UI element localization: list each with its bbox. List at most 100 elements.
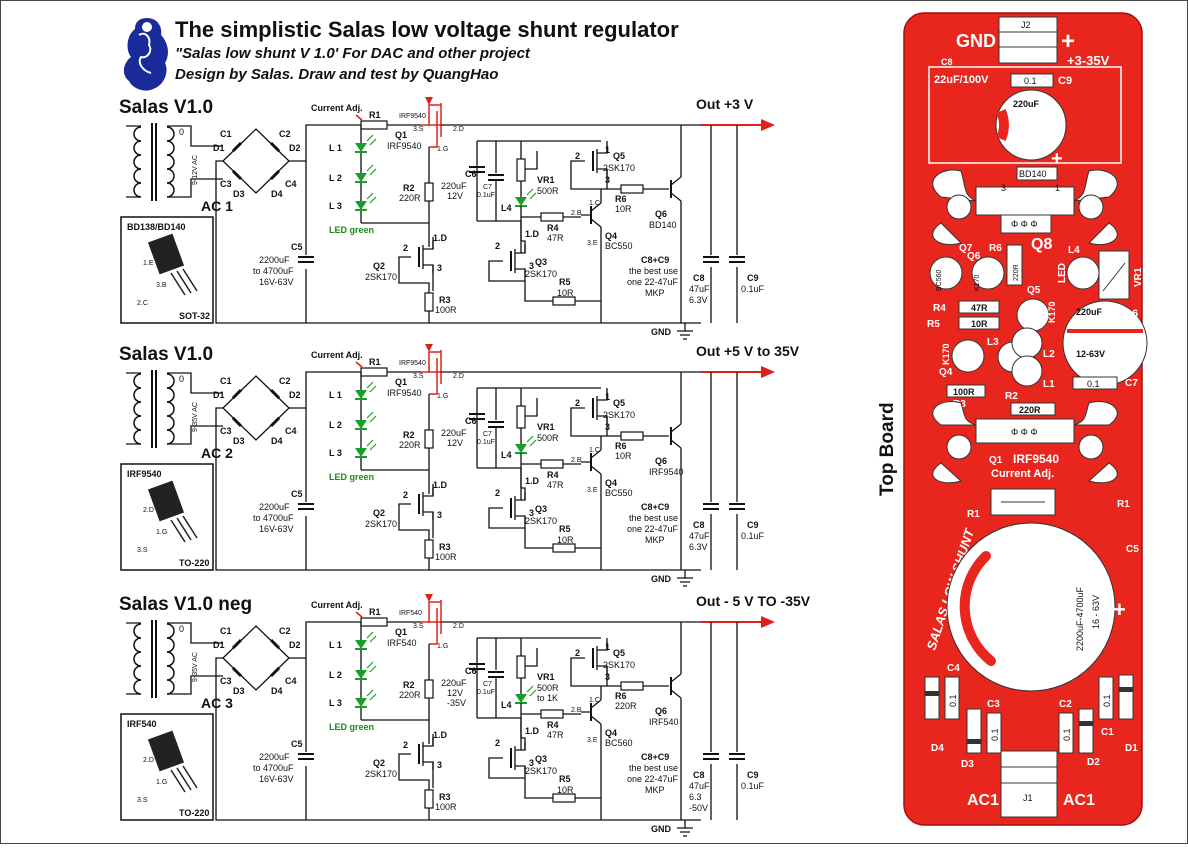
board-r2-label: R2 <box>1005 391 1018 402</box>
c6-label: C6 <box>465 666 477 676</box>
r2-value: 220R <box>399 440 421 450</box>
l4-label: L4 <box>501 450 512 460</box>
board-led-label: LED <box>1057 263 1068 283</box>
r4-resistor <box>540 709 564 719</box>
c3-label: C3 <box>220 179 232 189</box>
q4-pin-e: 3.E <box>587 240 598 247</box>
output-label: Out +5 V to 35V <box>696 343 800 359</box>
board-c6-label: C6 <box>1124 308 1138 320</box>
r4-label: R4 <box>547 720 559 730</box>
r2-label: R2 <box>403 680 415 690</box>
r5-value: 10R <box>557 535 574 545</box>
c8-c9-leads <box>710 622 738 820</box>
board-q5-label: Q5 <box>1027 285 1041 296</box>
gnd-label: GND <box>651 574 672 584</box>
q1-part: IRF9540 <box>387 388 422 398</box>
header: The simplistic Salas low voltage shunt r… <box>123 17 679 91</box>
c5-label: C5 <box>291 489 303 499</box>
q2-label: Q2 <box>373 261 385 271</box>
d4-label: D4 <box>271 436 283 446</box>
led-1-label: L 1 <box>329 640 342 650</box>
led-3 <box>355 689 377 708</box>
d3-label: D3 <box>233 189 245 199</box>
c9-value: 0.1uF <box>741 284 765 294</box>
vr1-potentiometer <box>516 655 526 679</box>
r5-resistor <box>552 296 576 306</box>
gnd-label: GND <box>651 327 672 337</box>
board-vout-label: +3-35V <box>1067 53 1110 68</box>
current-adj-label: Current Adj. <box>311 350 363 360</box>
q5-pin-1: 1 <box>605 145 610 155</box>
board-side-label: Top Board <box>877 402 898 496</box>
c5-label: C5 <box>291 739 303 749</box>
r6-label: R6 <box>615 194 627 204</box>
r6-resistor <box>620 681 644 691</box>
q2-pin-2: 2 <box>403 740 408 750</box>
ac-range: 9-35V AC <box>192 402 199 432</box>
c9-label: C9 <box>747 770 759 780</box>
c8-value-1: 47uF <box>689 284 710 294</box>
r3-value: 100R <box>435 802 457 812</box>
board-c1-label: C1 <box>1101 727 1114 738</box>
q6-label: Q6 <box>655 706 667 716</box>
q6-transistor <box>670 176 682 202</box>
q4-pin-c: 1.C <box>589 447 600 454</box>
r3-value: 100R <box>435 305 457 315</box>
package-box <box>120 713 214 821</box>
r4-resistor <box>540 459 564 469</box>
q4-part: BC550 <box>605 488 633 498</box>
section-title: Salas V1.0 neg <box>119 594 252 615</box>
q3-pin-1d: 1.D <box>525 476 540 486</box>
d2-label: D2 <box>289 640 301 650</box>
board-l3-label: L3 <box>987 337 999 348</box>
q5-part: 2SK170 <box>603 163 635 173</box>
board-pin3: 3 <box>1001 183 1006 193</box>
section-title: Salas V1.0 <box>119 344 213 365</box>
note-line-4: MKP <box>645 535 665 545</box>
note-line-3: one 22-47uF <box>627 524 679 534</box>
q6-label: Q6 <box>655 209 667 219</box>
board-q6-label: Q6 <box>967 251 981 262</box>
c8-value-1: 47uF <box>689 531 710 541</box>
package-pin-2: 1.G <box>156 779 167 786</box>
c6-capacitor <box>469 663 485 670</box>
c4-label: C4 <box>285 676 297 686</box>
r4-value: 47R <box>547 730 564 740</box>
board-bc560-label: BC560 <box>936 269 943 291</box>
ac-range: 9-12V AC <box>192 155 199 185</box>
l4-label: L4 <box>501 203 512 213</box>
q2-part: 2SK170 <box>365 769 397 779</box>
q6-transistor <box>670 673 682 699</box>
board-d1-label: D1 <box>1125 743 1138 754</box>
led-color-label: LED green <box>329 472 374 482</box>
output-arrow <box>761 366 775 378</box>
q5-footprint <box>1016 298 1050 332</box>
j1-connector <box>1000 750 1058 818</box>
q4-leads <box>581 686 602 820</box>
r2-label: R2 <box>403 430 415 440</box>
r5-value: 10R <box>557 288 574 298</box>
board-c8-label: C8 <box>941 57 953 67</box>
board-vr1-label: VR1 <box>1133 267 1144 287</box>
r3-resistor <box>424 539 434 559</box>
transformer <box>133 620 175 698</box>
q3-leads <box>488 737 601 799</box>
board-q1-label: Q1 <box>989 455 1003 466</box>
package-title: BD138/BD140 <box>127 222 186 232</box>
c5-capacitor <box>298 503 314 510</box>
q6-part: BD140 <box>649 220 677 230</box>
d3-label: D3 <box>233 686 245 696</box>
board-q1-part: IRF9540 <box>1013 452 1059 466</box>
transformer-pin-0: 0 <box>179 624 184 634</box>
ground-symbol <box>677 820 693 837</box>
q3-pin-2: 2 <box>495 738 500 748</box>
board-phi-row-2: Φ Φ Φ <box>1011 427 1038 437</box>
board-l1-label: L1 <box>1043 379 1055 390</box>
q1-mosfet <box>421 594 442 645</box>
q5-label: Q5 <box>613 648 625 658</box>
board-c6top-value: 220uF <box>1013 99 1040 109</box>
c5-value-2: to 4700uF <box>253 266 294 276</box>
board-k170b-label: K170 <box>1047 301 1057 323</box>
